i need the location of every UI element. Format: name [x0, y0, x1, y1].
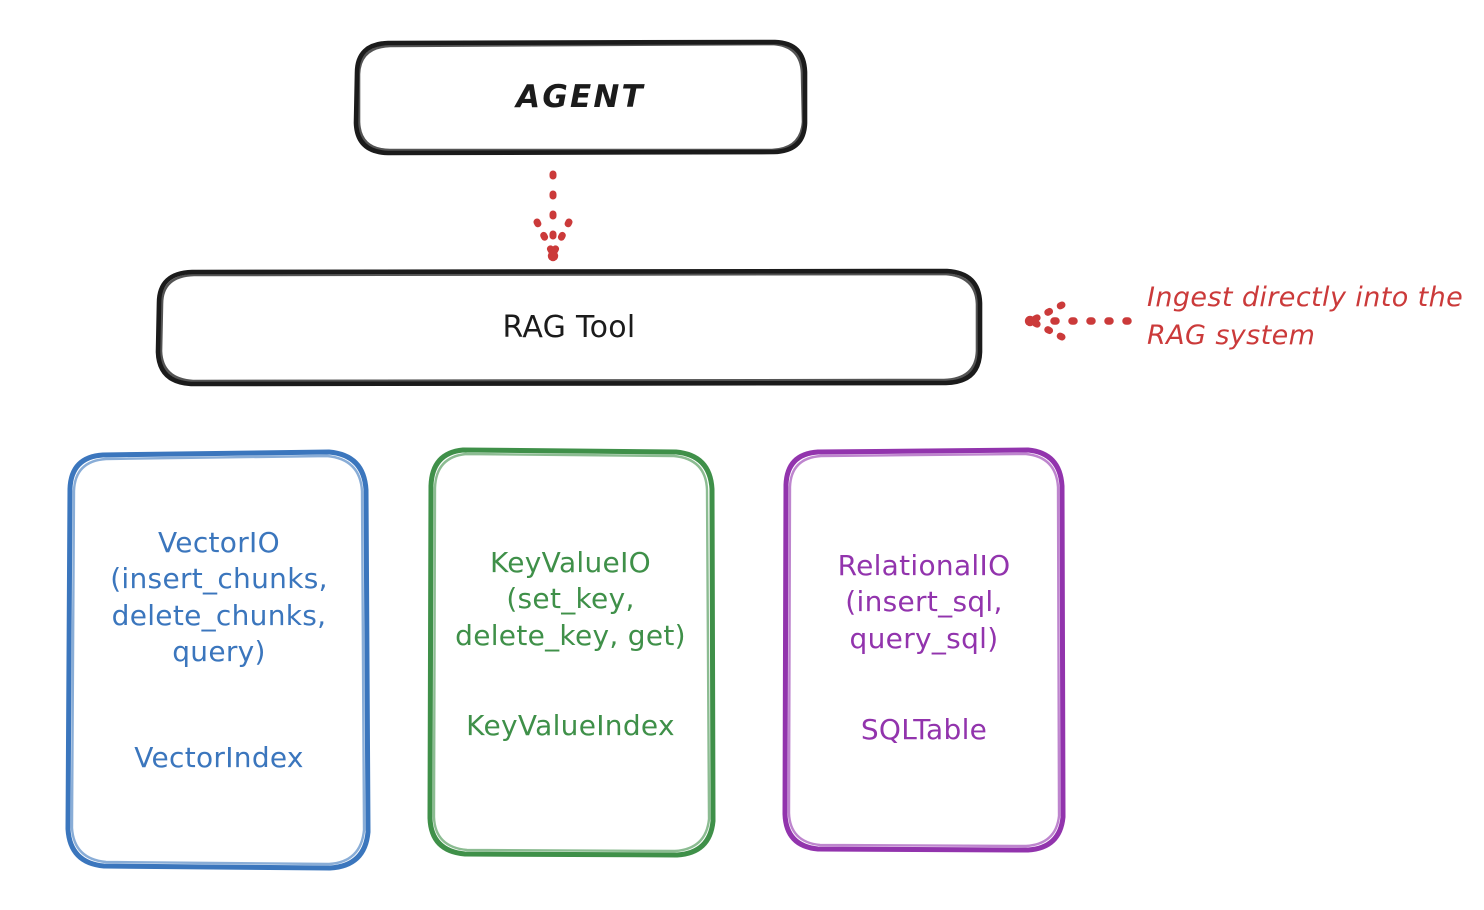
rag-tool-node-label: RAG Tool	[502, 310, 636, 345]
rag-tool-box-shape	[155, 268, 983, 387]
relational-io-node-label: RelationalIO (insert_sql, query_sql)	[837, 549, 1011, 655]
vector-index-label: VectorIndex	[134, 741, 304, 774]
vector-io-node[interactable]: VectorIO (insert_chunks, delete_chunks, …	[70, 525, 368, 671]
key-value-index-label-wrap: KeyValueIndex	[428, 708, 713, 744]
vector-index-label-wrap: VectorIndex	[70, 740, 368, 776]
agent-to-rag-connector	[533, 170, 573, 262]
key-value-io-node-label: KeyValueIO (set_key, delete_key, get)	[455, 546, 686, 652]
relational-io-box-shape	[782, 447, 1066, 853]
relational-io-node[interactable]: RelationalIO (insert_sql, query_sql)	[785, 548, 1063, 657]
agent-node[interactable]: AGENT	[356, 42, 805, 153]
vector-io-node-label: VectorIO (insert_chunks, delete_chunks, …	[110, 526, 328, 669]
key-value-io-node[interactable]: KeyValueIO (set_key, delete_key, get)	[428, 545, 713, 654]
key-value-index-label: KeyValueIndex	[466, 709, 675, 742]
key-value-io-box-shape	[427, 447, 716, 858]
ingest-annotation: Ingest directly into the RAG system	[1147, 282, 1464, 352]
sql-table-label: SQLTable	[860, 713, 988, 746]
ingest-arrow-connector	[1024, 301, 1132, 341]
vector-io-box-shape	[65, 449, 371, 871]
agent-box-shape	[353, 39, 808, 156]
agent-node-label: AGENT	[516, 79, 645, 116]
rag-tool-node[interactable]: RAG Tool	[158, 271, 980, 384]
sql-table-label-wrap: SQLTable	[785, 712, 1063, 748]
